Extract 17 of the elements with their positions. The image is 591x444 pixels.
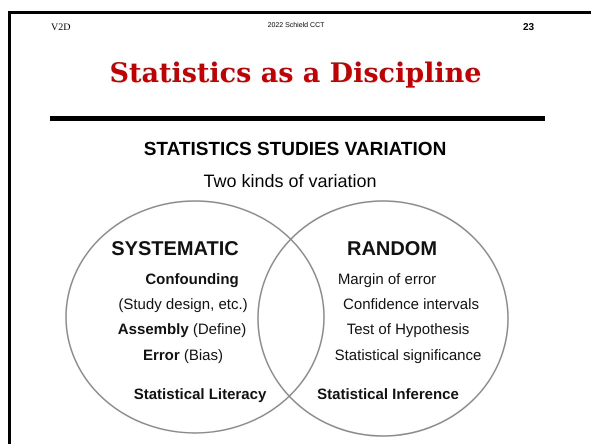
term-text: Confounding [145,271,239,288]
category-heading: RANDOM [347,238,437,261]
term-text: Assembly (Define) [118,321,246,338]
field-name: Statistical Inference [317,386,459,403]
subheading: Two kinds of variation [203,171,377,192]
field-name: Statistical Literacy [134,386,266,403]
list-item: Confidence intervals [343,296,479,313]
term-text: Error (Bias) [142,347,224,364]
category-heading: SYSTEMATIC [111,238,239,261]
slide-title: Statistics as a Discipline [108,58,482,89]
term-text: (Study design, etc.) [118,296,248,313]
list-item: Test of Hypothesis [346,321,470,338]
list-item: Margin of error [338,271,436,288]
header-text: V2D [51,22,70,33]
list-item: Statistical significance [334,347,482,364]
page-number: 23 [523,22,534,33]
heading: STATISTICS STUDIES VARIATION [144,139,446,161]
